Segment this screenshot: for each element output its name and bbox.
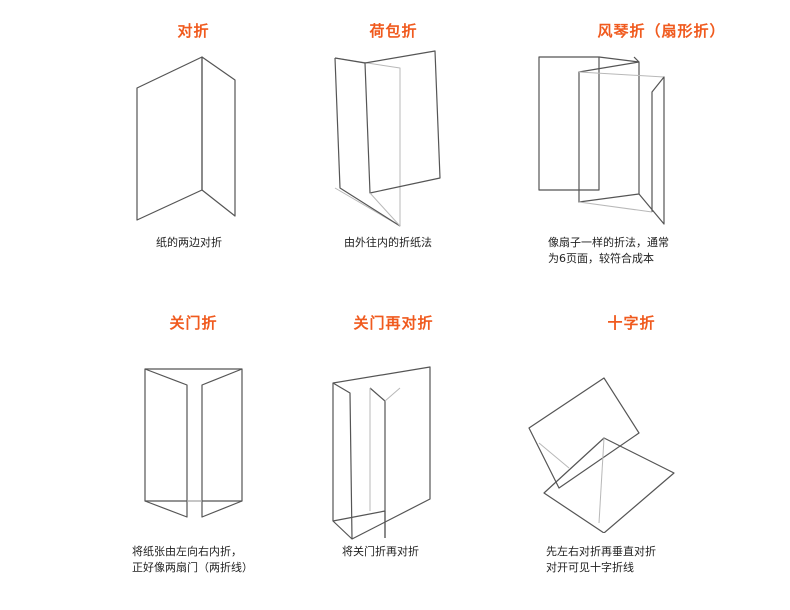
caption-line: 纸的两边对折 bbox=[156, 236, 222, 249]
panel-caption: 像扇子一样的折法，通常 为6页面，较符合成本 bbox=[548, 235, 669, 267]
panel-gate-fold: 关门折 将纸张由左向右内折， 正好像两扇门（两折线） bbox=[62, 305, 325, 610]
caption-line: 由外往内的折纸法 bbox=[344, 236, 432, 249]
caption-line: 将纸张由左向右内折， bbox=[132, 545, 242, 558]
caption-line: 为6页面，较符合成本 bbox=[548, 252, 654, 265]
gate-fold-diagram bbox=[142, 365, 246, 521]
half-fold-diagram bbox=[132, 52, 242, 224]
panel-title: 关门再对折 bbox=[353, 314, 434, 332]
panel-title: 十字折 bbox=[607, 314, 656, 332]
panel-double-gate-fold: 关门再对折 将关门折再对折 bbox=[262, 305, 525, 610]
panel-title: 荷包折 bbox=[369, 22, 418, 40]
panel-pocket-fold: 荷包折 由外往内的折纸法 bbox=[262, 0, 525, 305]
panel-title: 关门折 bbox=[169, 314, 218, 332]
panel-cross-fold: 十字折 先左右对折再垂直对折 对开可见十字折线 bbox=[520, 305, 783, 610]
caption-line: 正好像两扇门（两折线） bbox=[132, 561, 253, 574]
pocket-fold-diagram bbox=[330, 48, 450, 228]
caption-line: 像扇子一样的折法，通常 bbox=[548, 236, 669, 249]
panel-caption: 由外往内的折纸法 bbox=[344, 235, 432, 251]
caption-line: 对开可见十字折线 bbox=[546, 561, 634, 574]
panel-title: 风琴折（扇形折） bbox=[597, 22, 726, 40]
panel-title: 对折 bbox=[177, 22, 210, 40]
panel-accordion-fold: 风琴折（扇形折） 像扇子一样的折法，通常 为6页面，较符合成本 bbox=[520, 0, 783, 305]
panel-caption: 将关门折再对折 bbox=[342, 544, 419, 560]
panel-half-fold: 对折 纸的两边对折 bbox=[62, 0, 325, 305]
caption-line: 将关门折再对折 bbox=[342, 545, 419, 558]
cross-fold-diagram bbox=[524, 373, 684, 533]
panel-caption: 纸的两边对折 bbox=[156, 235, 222, 251]
caption-line: 先左右对折再垂直对折 bbox=[546, 545, 656, 558]
double-gate-fold-diagram bbox=[330, 363, 440, 541]
accordion-fold-diagram bbox=[534, 52, 674, 230]
panel-caption: 将纸张由左向右内折， 正好像两扇门（两折线） bbox=[132, 544, 253, 576]
panel-caption: 先左右对折再垂直对折 对开可见十字折线 bbox=[546, 544, 656, 576]
